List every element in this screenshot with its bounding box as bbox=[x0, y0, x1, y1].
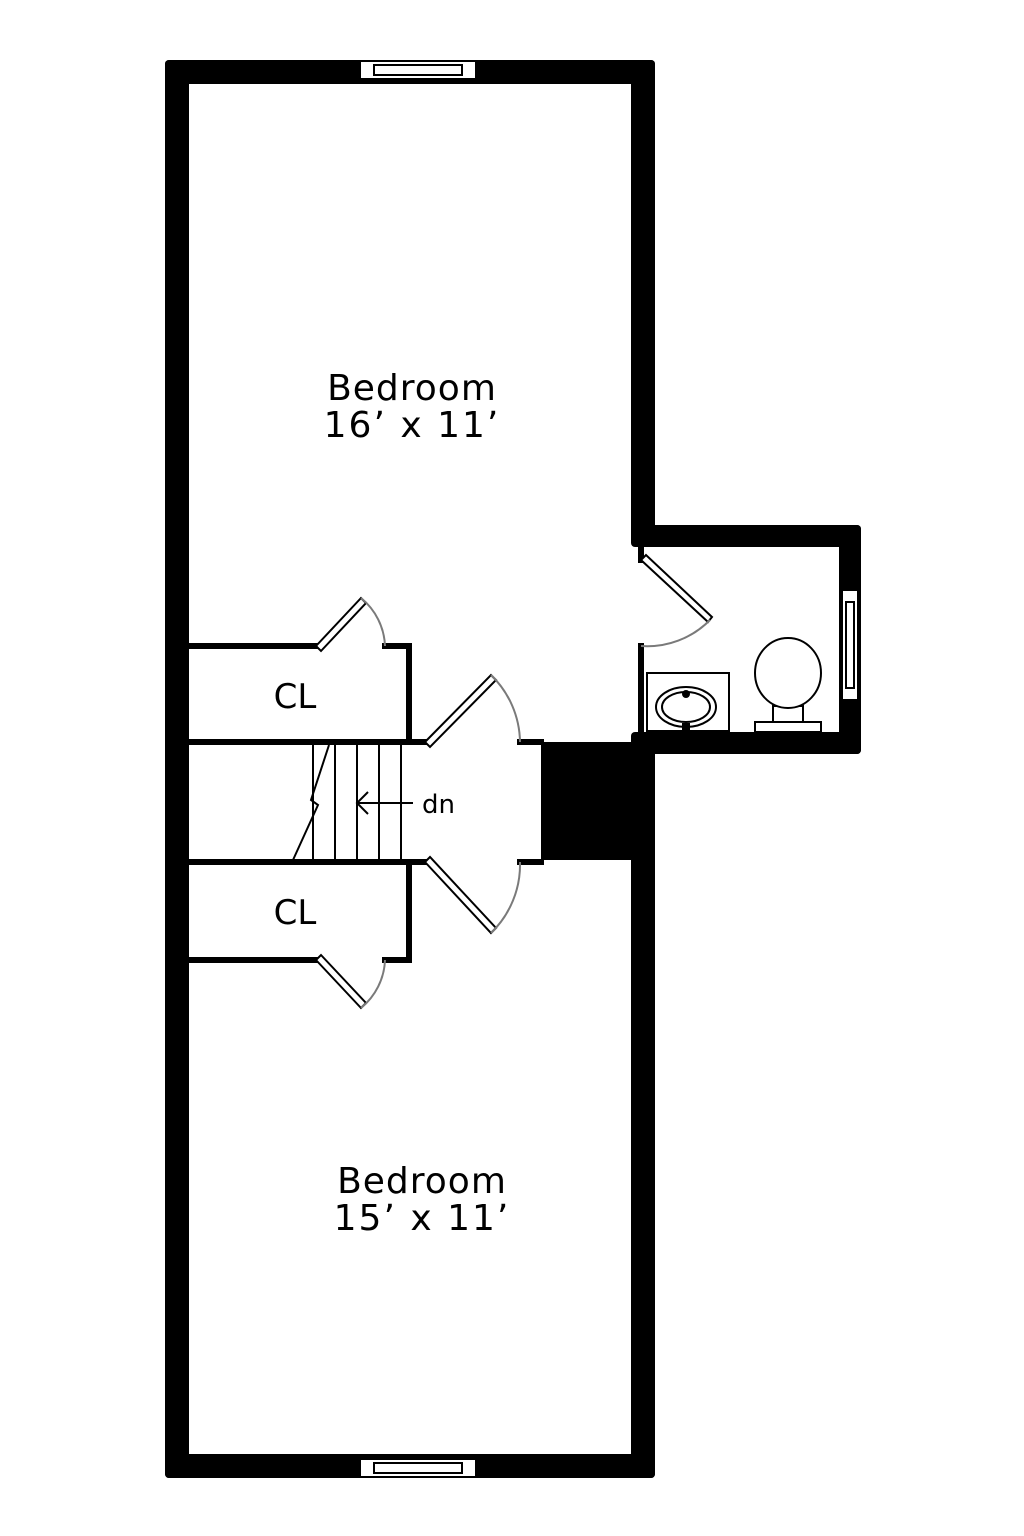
window-bottom bbox=[359, 1458, 477, 1478]
door-bedroom-bottom[interactable] bbox=[423, 855, 522, 935]
door-bathroom[interactable] bbox=[639, 553, 714, 648]
bedroom-bottom-name: Bedroom bbox=[337, 1161, 507, 1202]
toilet-icon bbox=[754, 637, 822, 733]
interior-walls bbox=[186, 544, 644, 963]
stairs-label: dn bbox=[422, 790, 455, 820]
sink-icon bbox=[646, 672, 730, 733]
bedroom-top-dims: 16’ x 11’ bbox=[324, 405, 501, 446]
bedroom-bottom-dims: 15’ x 11’ bbox=[334, 1198, 511, 1239]
door-bedroom-top[interactable] bbox=[423, 673, 521, 749]
arrow-left-icon bbox=[355, 791, 413, 815]
window-bathroom bbox=[841, 589, 859, 701]
door-closet-bottom[interactable] bbox=[314, 953, 386, 1010]
bedroom-top-name: Bedroom bbox=[327, 368, 497, 409]
outer-walls bbox=[165, 60, 861, 1478]
closet-top-label: CL bbox=[274, 677, 317, 717]
door-closet-top[interactable] bbox=[314, 596, 386, 653]
closet-bottom-label: CL bbox=[274, 893, 317, 933]
window-top bbox=[359, 60, 477, 80]
